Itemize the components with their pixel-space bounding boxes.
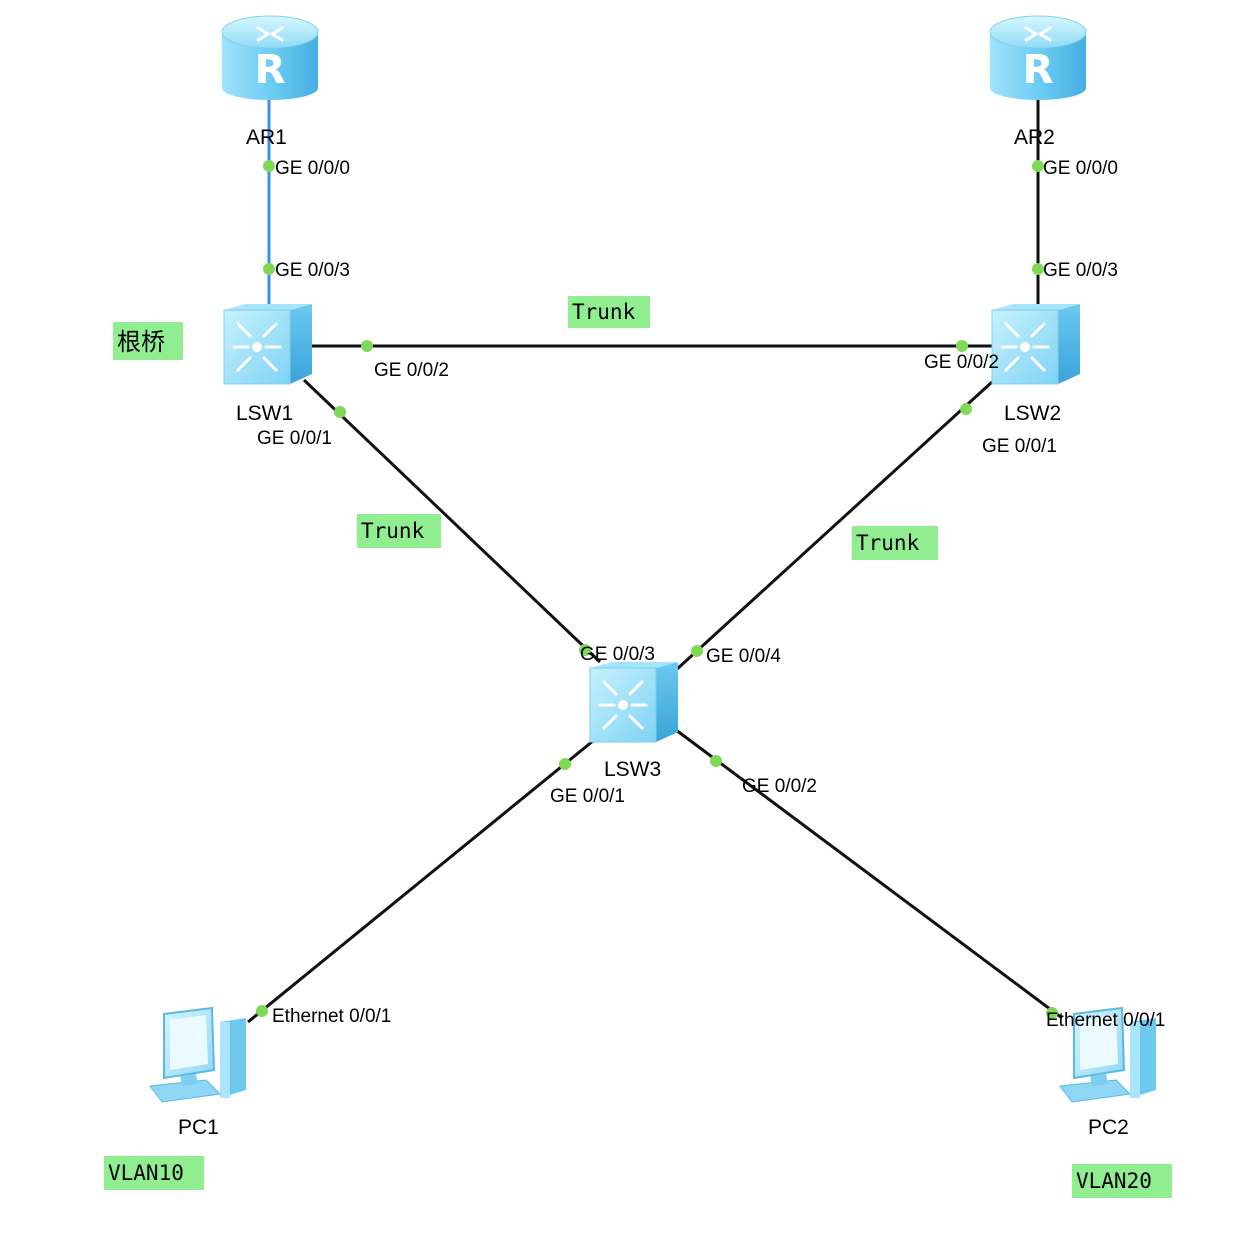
vlan10-tag: VLAN10 [108,1161,184,1185]
vlan-tag-bg [104,1156,204,1190]
device-label-pc1: PC1 [178,1116,219,1139]
switch-icon [222,302,314,386]
port-dot [1032,263,1044,275]
router-icon [988,14,1088,102]
port-dots [256,160,1058,1019]
vlan-tag-bg [1072,1164,1172,1198]
port-label: GE 0/0/3 [1043,260,1118,281]
port-dot [263,263,275,275]
port-label: GE 0/0/1 [982,436,1057,457]
port-label: GE 0/0/0 [275,158,350,179]
switch-lsw1[interactable] [222,302,314,386]
pc-icon [149,1007,247,1103]
device-label-lsw1: LSW1 [236,402,293,425]
device-label-lsw3: LSW3 [604,758,661,781]
port-label: Ethernet 0/0/1 [272,1006,391,1027]
port-label: GE 0/0/2 [374,360,449,381]
port-label: GE 0/0/1 [550,786,625,807]
device-label-ar2: AR2 [1014,126,1055,149]
switch-lsw2[interactable] [990,302,1082,386]
link-lsw3-pc1[interactable] [247,730,605,1024]
trunk-tag-bg [852,526,938,560]
root-bridge-tag-bg [113,322,183,360]
port-dot [334,406,346,418]
router-ar2[interactable] [988,14,1088,102]
port-dot [256,1005,268,1017]
link-lsw1-lsw3[interactable] [302,378,602,664]
root-bridge-tag: 根桥 [117,328,165,356]
port-label: GE 0/0/3 [275,260,350,281]
port-dot [956,340,968,352]
port-dot [1046,1007,1058,1019]
trunk-tag-left: Trunk [361,519,425,543]
port-label: GE 0/0/0 [1043,158,1118,179]
port-label: GE 0/0/1 [257,428,332,449]
port-label: GE 0/0/4 [706,646,781,667]
port-label: GE 0/0/2 [742,776,817,797]
router-icon [220,14,320,102]
switch-icon [588,660,680,744]
trunk-tag-bg [568,296,650,328]
port-label: GE 0/0/2 [924,352,999,373]
port-dot [1032,160,1044,172]
router-ar1[interactable] [220,14,320,102]
switch-lsw3[interactable] [588,660,680,744]
device-label-lsw2: LSW2 [1004,402,1061,425]
trunk-tag-top: Trunk [572,300,636,324]
port-dot [361,340,373,352]
switch-icon [990,302,1082,386]
pc-pc1[interactable] [149,1007,247,1103]
port-dot [691,645,703,657]
trunk-tag-right: Trunk [856,531,920,555]
device-label-ar1: AR1 [246,126,287,149]
link-lsw2-lsw3[interactable] [674,380,994,672]
port-dot [559,758,571,770]
link-lsw3-pc2[interactable] [675,728,1063,1020]
port-dot [960,403,972,415]
vlan20-tag: VLAN20 [1076,1169,1152,1193]
port-label: GE 0/0/3 [580,644,655,665]
port-dot [579,644,591,656]
links-layer [247,100,1063,1024]
port-dot [263,160,275,172]
trunk-tag-bg [357,514,441,548]
device-label-pc2: PC2 [1088,1116,1129,1139]
port-dot [710,755,722,767]
port-label: Ethernet 0/0/1 [1046,1010,1165,1031]
